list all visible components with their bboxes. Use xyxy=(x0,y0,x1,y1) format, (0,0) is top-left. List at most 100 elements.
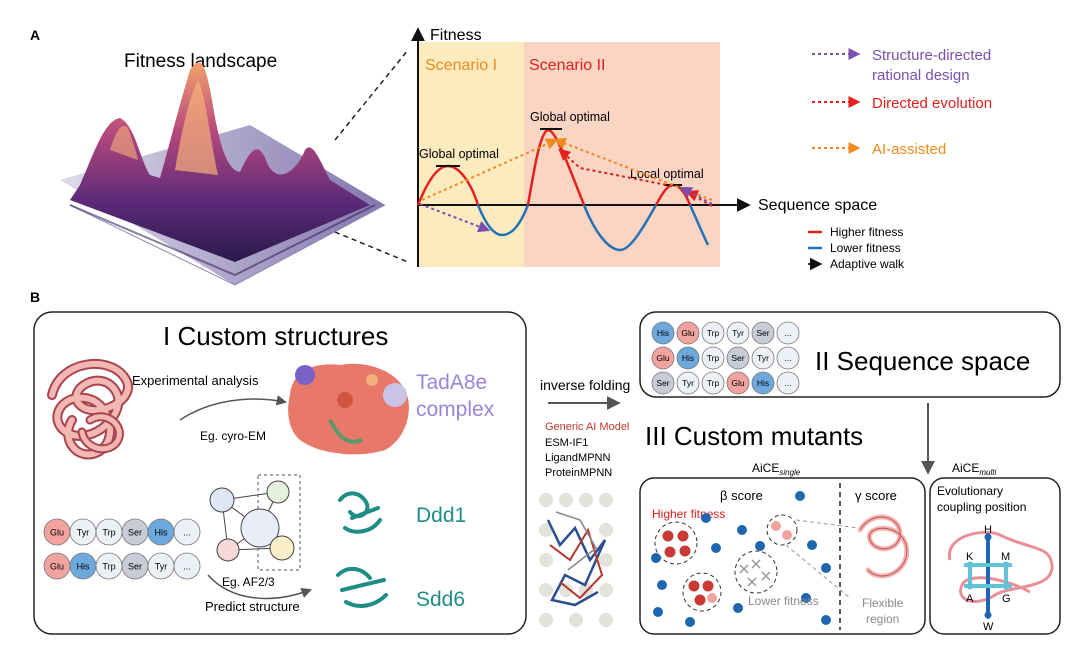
grid-cell: His xyxy=(682,353,694,363)
legend-adaptive-walk: Adaptive walk xyxy=(830,257,905,271)
residue-w: W xyxy=(983,621,994,633)
global-optimal-2-label: Global optimal xyxy=(530,110,610,124)
grid-cell: ... xyxy=(784,353,791,363)
seq-row-2: Glu His Trp Ser Tyr ... xyxy=(43,552,201,580)
sequence-space-title: II Sequence space xyxy=(815,346,1030,376)
residue-m: M xyxy=(1001,551,1010,563)
ddd1-structure-illustration xyxy=(338,491,382,534)
mutant-scatter xyxy=(651,491,859,627)
custom-mutants-title: III Custom mutants xyxy=(645,421,863,451)
strategy-legend-rational-1: Structure-directed xyxy=(872,47,991,64)
grid-cell: His xyxy=(657,328,669,338)
sequence-grid: His Glu Trp Tyr Ser ... Glu His Trp Ser … xyxy=(651,321,800,395)
sdd6-structure-illustration xyxy=(336,566,388,608)
grid-cell: Trp xyxy=(707,328,720,338)
y-axis-label: Fitness xyxy=(430,27,482,44)
aice-multi-main: AiCE xyxy=(952,461,979,475)
evo-label-1: Evolutionary xyxy=(937,484,1003,498)
residue-g: G xyxy=(1002,593,1011,605)
local-optimal-label: Local optimal xyxy=(630,167,704,181)
grid-cell: Glu xyxy=(681,328,695,338)
aice-single-box xyxy=(639,477,926,635)
tada8e-complex-illustration xyxy=(288,363,409,455)
higher-fitness-label: Higher fitness xyxy=(652,507,725,521)
aice-single-main: AiCE xyxy=(752,461,779,475)
af-label: Eg. AF2/3 xyxy=(222,575,275,589)
predict-structure-label: Predict structure xyxy=(205,599,300,614)
evo-label-2: coupling position xyxy=(937,500,1026,514)
x-axis-label: Sequence space xyxy=(758,197,877,214)
flexible-region-outline xyxy=(859,516,908,577)
experimental-analysis-label: Experimental analysis xyxy=(132,373,259,388)
seq-row-1-cell: Ser xyxy=(128,528,142,538)
legend-lower-fitness: Lower fitness xyxy=(830,241,901,255)
inverse-folding-label: inverse folding xyxy=(540,377,630,393)
adaptive-walks xyxy=(419,137,713,233)
grid-cell: Ser xyxy=(656,378,669,388)
custom-structures-box xyxy=(33,311,527,635)
scenario-1-label: Scenario I xyxy=(425,57,497,74)
grid-cell: Glu xyxy=(656,353,670,363)
residue-h: H xyxy=(984,524,992,536)
grid-cell: ... xyxy=(784,328,791,338)
zoom-line-bottom xyxy=(334,231,409,263)
strategy-legend-rational-2: rational design xyxy=(872,67,970,84)
grid-cell: Trp xyxy=(707,378,720,388)
grid-cell: ... xyxy=(784,378,791,388)
seq-row-2-cell: Ser xyxy=(128,562,142,572)
seq-row-1-cell: Glu xyxy=(50,528,64,538)
strategy-legend: Structure-directed rational design Direc… xyxy=(812,47,992,158)
beta-score-label: β score xyxy=(720,488,763,503)
flexible-label-1: Flexible xyxy=(862,596,904,610)
panel-b-label: B xyxy=(30,289,40,305)
grid-cell: Ser xyxy=(731,353,744,363)
seq-row-1: Glu Tyr Trp Ser His ... xyxy=(43,518,201,546)
fitness-landscape-illustration xyxy=(60,62,386,286)
aice-single-label: AiCEsingle xyxy=(752,461,801,477)
seq-row-1-cell: ... xyxy=(183,528,191,538)
legend-higher-fitness: Higher fitness xyxy=(830,225,903,239)
grid-cell: His xyxy=(757,378,769,388)
seq-row-2-cell: Tyr xyxy=(155,562,168,572)
tada8e-label-1: TadA8e xyxy=(416,371,487,394)
aice-multi-sub: multi xyxy=(979,468,996,477)
strategy-legend-ai: AI-assisted xyxy=(872,141,946,158)
model-proteinmpnn: ProteinMPNN xyxy=(545,467,612,479)
seq-row-2-cell: Glu xyxy=(50,562,64,572)
scenario-2-label: Scenario II xyxy=(529,57,605,74)
grid-cell: Glu xyxy=(731,378,745,388)
grid-cell: Trp xyxy=(707,353,720,363)
ddd1-label: Ddd1 xyxy=(416,504,466,527)
experimental-arrow xyxy=(179,395,288,421)
strategy-legend-evolution: Directed evolution xyxy=(872,95,992,112)
models-title: Generic AI Model xyxy=(545,421,629,433)
scenario-1-region xyxy=(418,42,524,267)
residue-a: A xyxy=(966,593,974,605)
coupling-illustration xyxy=(948,531,1054,619)
panel-a-label: A xyxy=(30,27,40,43)
flexible-region-coil xyxy=(857,514,910,579)
protein-coil-illustration xyxy=(47,359,133,460)
grid-cell: Ser xyxy=(756,328,769,338)
seq-row-2-cell: His xyxy=(77,562,90,572)
scenario-2-region xyxy=(524,42,720,267)
predict-arrow xyxy=(207,574,312,600)
seq-row-2-cell: ... xyxy=(183,562,191,572)
gamma-score-label: γ score xyxy=(855,488,897,503)
aice-multi-label: AiCEmulti xyxy=(952,461,996,477)
lower-fitness-label: Lower fitness xyxy=(748,594,819,608)
sdd6-label: Sdd6 xyxy=(416,588,465,611)
aice-single-sub: single xyxy=(779,468,800,477)
seq-row-2-cell: Trp xyxy=(102,562,115,572)
fitness-legend: Higher fitness Lower fitness Adaptive wa… xyxy=(808,225,905,271)
zoom-line-top xyxy=(334,49,409,141)
tada8e-label-2: complex xyxy=(416,398,495,421)
seq-row-1-cell: His xyxy=(155,528,168,538)
molecule-illustration xyxy=(539,493,613,627)
structure-network-illustration xyxy=(209,474,301,571)
seq-row-1-cell: Trp xyxy=(102,528,115,538)
landscape-title: Fitness landscape xyxy=(124,51,277,72)
grid-cell: Tyr xyxy=(732,328,744,338)
